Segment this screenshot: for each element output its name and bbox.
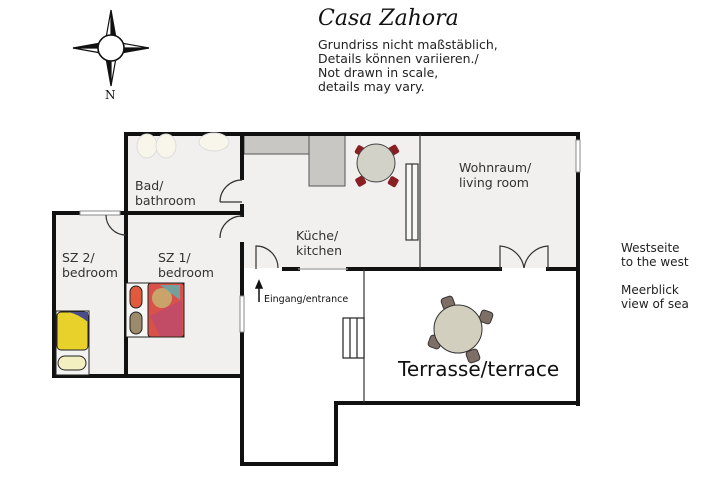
terrace-table bbox=[427, 295, 494, 364]
arrow-up-icon bbox=[254, 279, 264, 302]
sea-view-note: Meerblick view of sea bbox=[621, 283, 689, 311]
disclaimer: Grundriss nicht maßstäblich, Details kön… bbox=[318, 38, 498, 94]
room-label-line: Wohnraum/ bbox=[459, 160, 532, 175]
room-label-line: kitchen bbox=[296, 243, 343, 258]
disclaimer-line: details may vary. bbox=[318, 79, 425, 94]
side-note-line: view of sea bbox=[621, 297, 689, 311]
doors bbox=[105, 179, 549, 269]
room-label-bedroom-1: SZ 1/ bedroom bbox=[158, 250, 214, 280]
room-label-terrace: Terrasse/terrace bbox=[398, 357, 560, 381]
entrance-label: Eingang/entrance bbox=[264, 294, 349, 305]
room-label-line: bathroom bbox=[135, 193, 196, 208]
room-label-line: SZ 1/ bbox=[158, 250, 191, 265]
windows bbox=[79, 139, 581, 333]
kitchen-table bbox=[354, 143, 400, 188]
room-label-bathroom: Bad/ bathroom bbox=[135, 178, 196, 208]
room-label-line: bedroom bbox=[62, 265, 118, 280]
room-label-living-room: Wohnraum/ living room bbox=[459, 160, 531, 190]
room-label-bedroom-2: SZ 2/ bedroom bbox=[62, 250, 118, 280]
single-bed bbox=[55, 310, 90, 376]
room-label-line: Küche/ bbox=[296, 228, 339, 243]
bathroom-fixtures bbox=[136, 132, 230, 159]
room-label-line: living room bbox=[459, 175, 529, 190]
kitchen-shelf bbox=[405, 163, 419, 241]
side-note-line: Westseite bbox=[621, 241, 680, 255]
disclaimer-line: Grundriss nicht maßstäblich, bbox=[318, 37, 498, 52]
compass-north-label: N bbox=[105, 88, 116, 102]
page-title: Casa Zahora bbox=[318, 6, 459, 31]
side-note-line: to the west bbox=[621, 255, 689, 269]
room-label-kitchen: Küche/ kitchen bbox=[296, 228, 342, 258]
disclaimer-line: Details können variieren./ bbox=[318, 51, 479, 66]
west-note: Westseite to the west bbox=[621, 241, 689, 269]
room-label-line: SZ 2/ bbox=[62, 250, 95, 265]
compass-rose-icon bbox=[72, 9, 150, 87]
disclaimer-line: Not drawn in scale, bbox=[318, 65, 439, 80]
double-bed bbox=[125, 282, 185, 338]
room-label-line: Bad/ bbox=[135, 178, 164, 193]
entrance-steps bbox=[342, 317, 365, 359]
room-label-line: bedroom bbox=[158, 265, 214, 280]
side-note-line: Meerblick bbox=[621, 283, 679, 297]
